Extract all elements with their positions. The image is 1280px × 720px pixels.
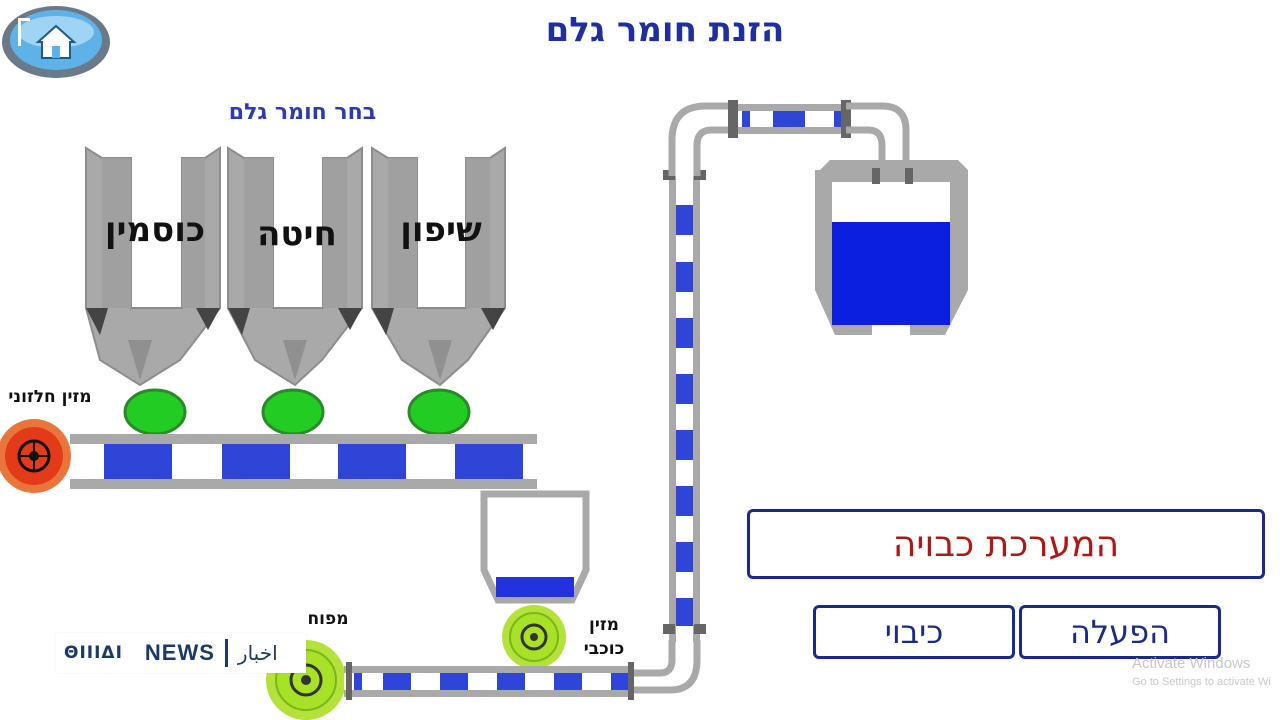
system-status-text: המערכת כבויה [892, 523, 1120, 565]
system-status: המערכת כבויה [747, 509, 1265, 579]
home-icon [2, 6, 110, 78]
screw-feeder-label: מזין חלזוני [8, 387, 92, 407]
valve-chita-icon[interactable] [261, 388, 325, 436]
silo-kusmin[interactable] [85, 146, 221, 387]
start-button[interactable]: הפעלה [1019, 605, 1221, 659]
news-arabic: اخبار [237, 641, 278, 665]
screw-feeder-motor-icon[interactable] [0, 419, 71, 493]
pneumatic-pipe [344, 100, 910, 700]
start-button-label: הפעלה [1070, 613, 1171, 651]
activate-line2: Go to Settings to activate Wi [1132, 676, 1271, 688]
news-word: NEWS [144, 640, 215, 665]
small-bin [480, 490, 590, 604]
home-button[interactable] [0, 2, 112, 78]
silo-label-kusmin: כוסמין [104, 210, 206, 250]
stop-button-label: כיבוי [884, 613, 944, 651]
news-overlay: ΘΙΙΙΔΙ NEWS اخبار [56, 633, 306, 673]
silo-shifon[interactable] [371, 146, 506, 387]
activate-line1: Activate Windows [1132, 655, 1251, 672]
blower-label: מפוח [307, 609, 349, 629]
rotary-feeder-label-line2: כוכבי [583, 639, 625, 659]
silo-label-shifon: שיפון [400, 210, 482, 250]
page-title: הזנת חומר גלם [545, 10, 785, 50]
stop-button[interactable]: כיבוי [813, 605, 1015, 659]
valve-shifon-icon[interactable] [407, 388, 471, 436]
activate-windows-watermark: Activate Windows Go to Settings to activ… [1132, 655, 1271, 691]
news-separator [224, 639, 228, 667]
select-material-label: בחר חומר גלם [228, 100, 377, 125]
news-logo: ΘΙΙΙΔΙ [64, 643, 123, 663]
storage-bin [815, 160, 968, 339]
silo-label-chita: חיטה [257, 214, 337, 254]
silo-chita[interactable] [227, 146, 363, 387]
screw-conveyor [70, 434, 537, 489]
rotary-feeder-label-line1: מזין [589, 615, 619, 635]
rotary-feeder-motor-icon[interactable] [502, 605, 566, 669]
valve-kusmin-icon[interactable] [123, 388, 187, 436]
